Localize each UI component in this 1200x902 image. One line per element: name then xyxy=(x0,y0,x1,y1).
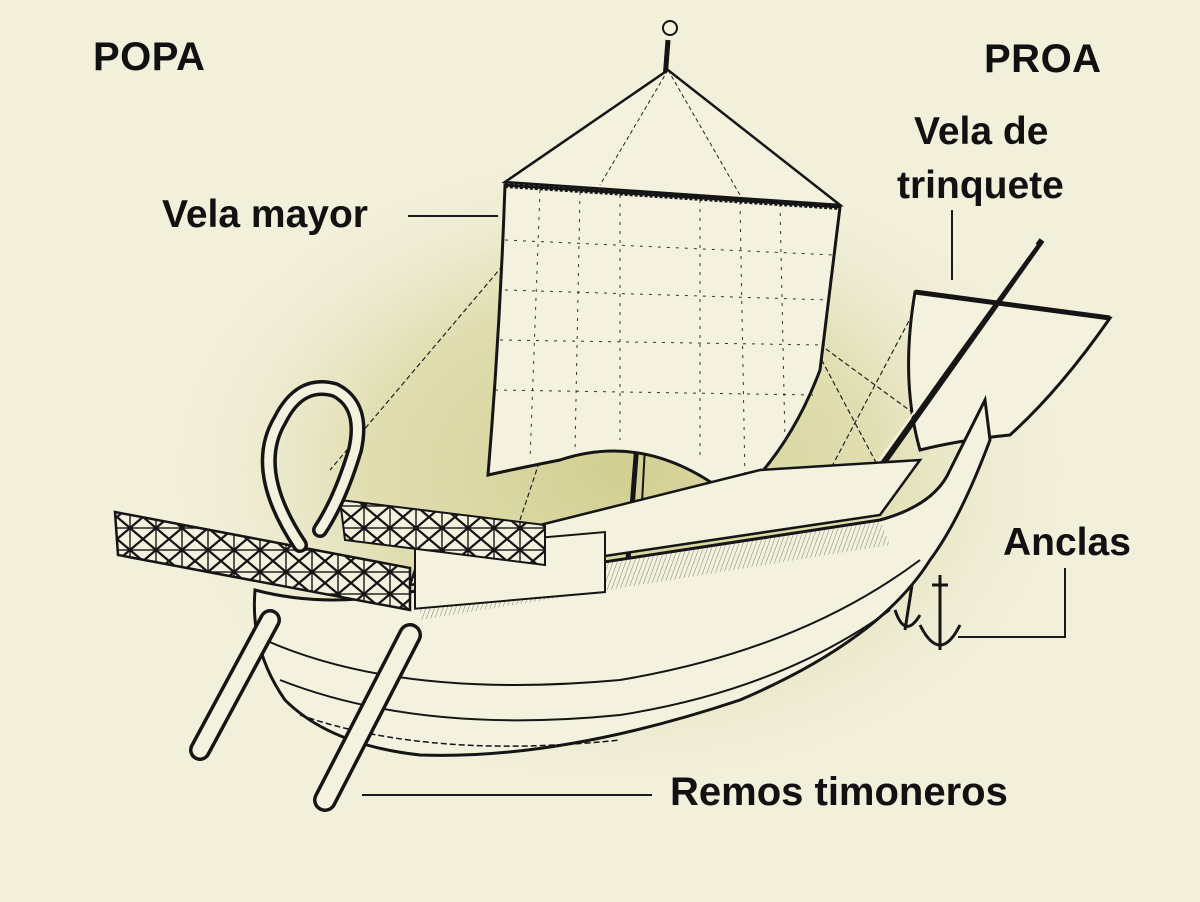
mainsail-leader-line xyxy=(408,215,498,217)
stern-label: POPA xyxy=(93,35,206,79)
steering-oars xyxy=(189,609,422,812)
mainsail-label: Vela mayor xyxy=(162,193,368,236)
anchors-leader-horizontal xyxy=(958,636,1066,638)
mainsail-seams xyxy=(494,189,836,481)
anchors xyxy=(893,575,962,650)
bow-label: PROA xyxy=(984,37,1102,81)
anchors-label: Anclas xyxy=(1003,521,1131,564)
foresail-leader-line xyxy=(951,210,953,280)
topsail xyxy=(501,68,844,207)
foresail-label-line2: trinquete xyxy=(897,164,1064,207)
anchors-leader-vertical xyxy=(1064,568,1066,638)
steering-oars-leader-line xyxy=(362,794,652,796)
steering-oars-label: Remos timoneros xyxy=(670,770,1008,814)
stern-gallery xyxy=(113,510,412,612)
foresail-label-line1: Vela de xyxy=(914,110,1049,153)
